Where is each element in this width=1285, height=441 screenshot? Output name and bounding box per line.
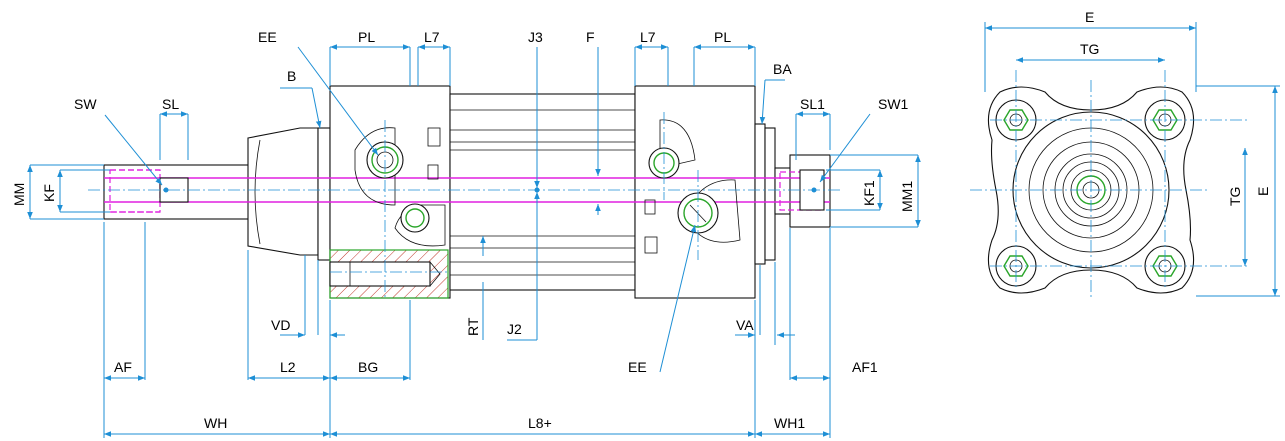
mounting-thread-section [329,249,449,299]
label-l8: L8+ [528,415,552,431]
label-l7-right: L7 [640,29,656,45]
label-e-side: E [1255,187,1271,196]
label-kf1: KF1 [861,180,877,206]
label-e-top: E [1085,9,1094,25]
label-va: VA [736,317,754,333]
cylinder-barrel [449,93,636,291]
label-l7-left: L7 [424,29,440,45]
label-wh1: WH1 [774,415,805,431]
label-sw: SW [74,96,97,112]
label-j2: J2 [507,321,522,337]
label-tg-side: TG [1227,187,1243,206]
label-tg-top: TG [1080,41,1099,57]
front-cushion-screw [394,203,446,247]
label-kf: KF [41,184,57,202]
left-end-plate [317,127,331,261]
label-pl-right: PL [714,29,731,45]
label-af1: AF1 [852,359,878,375]
end-view-labels: E TG TG E [1080,9,1271,206]
right-end-plate [754,123,766,265]
label-mm1: MM1 [899,181,915,212]
side-view [88,85,840,300]
label-j3: J3 [528,29,543,45]
label-sl1: SL1 [800,96,825,112]
label-ee-bottom: EE [628,359,647,375]
end-view [970,70,1250,300]
label-mm: MM [11,183,27,206]
label-ee-top: EE [258,29,277,45]
label-rt: RT [465,317,481,336]
label-l2: L2 [280,359,296,375]
label-sl: SL [162,96,179,112]
label-bg: BG [358,359,378,375]
label-b: B [287,68,296,84]
label-af: AF [114,359,132,375]
label-sw1: SW1 [878,96,909,112]
label-vd: VD [271,317,290,333]
label-f: F [586,29,595,45]
label-ba: BA [773,61,792,77]
rear-head [634,85,756,299]
label-pl-left: PL [358,29,375,45]
label-wh: WH [204,415,227,431]
end-view-dimensions [984,22,1280,297]
side-view-dimensions [27,44,921,438]
side-view-labels: EE PL L7 J3 F L7 PL B BA SW SL SL1 SW1 M… [11,29,915,431]
